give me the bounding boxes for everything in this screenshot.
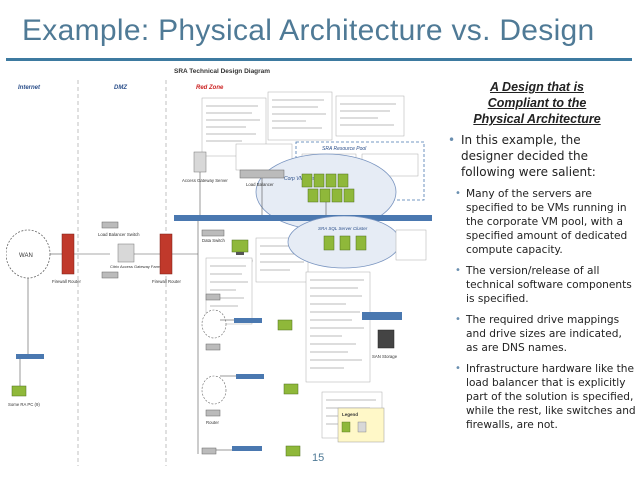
sidebar-heading-line-1: A Design that is (490, 80, 584, 94)
network-backbone (174, 172, 432, 221)
title-divider (6, 58, 632, 61)
diagram-title: SRA Technical Design Diagram (174, 68, 270, 75)
sub-bullet-text: Infrastructure hardware like the load ba… (466, 363, 636, 431)
sub-bullet: • Many of the servers are specified to b… (448, 187, 636, 257)
dmz-load-balancer: Load Balancer Switch (98, 221, 140, 279)
bullet-icon: • (455, 314, 461, 325)
spec-text-lines (206, 99, 396, 142)
svg-text:SAN Storage: SAN Storage (372, 354, 398, 359)
svg-text:Router: Router (206, 420, 219, 425)
branch-routers: Router (201, 293, 264, 455)
sidebar-heading-line-2: Compliant to the (487, 96, 587, 110)
corp-vm-cluster: Corp VM Cluster (255, 153, 397, 231)
lead-bullet: • In this example, the designer decided … (448, 132, 636, 180)
slide-title: Example: Physical Architecture vs. Desig… (22, 14, 595, 47)
sub-bullet-text: Many of the servers are specified to be … (466, 188, 628, 256)
page-number: 15 (312, 452, 325, 464)
sub-bullet-text: The required drive mappings and drive si… (466, 314, 622, 354)
bullet-icon: • (455, 188, 461, 199)
bullet-icon: • (448, 133, 456, 147)
zone-dividers (77, 80, 167, 466)
svg-text:WAN: WAN (19, 253, 33, 259)
sub-bullet: • Infrastructure hardware like the load … (448, 362, 636, 432)
citrix-gateway: Citrix Access Gateway Farm (110, 243, 161, 269)
svg-text:Load Balancer: Load Balancer (246, 182, 274, 187)
zone-label-dmz: DMZ (114, 85, 127, 91)
sidebar-heading: A Design that is Compliant to the Physic… (452, 79, 622, 127)
svg-text:Legend: Legend (342, 412, 358, 417)
zone-label-red-zone: Red Zone (196, 85, 224, 91)
sidebar-heading-line-3: Physical Architecture (473, 112, 601, 126)
firewall-b: Firewall Router (152, 233, 181, 284)
sub-bullet: • The version/release of all technical s… (448, 264, 636, 306)
data-switch: Data Switch (201, 229, 226, 243)
vm-spec-boxes (201, 91, 405, 157)
bullet-icon: • (455, 265, 461, 276)
svg-text:SRA SQL Server Cluster: SRA SQL Server Cluster (318, 226, 368, 231)
svg-text:Load Balancer Switch: Load Balancer Switch (98, 232, 140, 237)
svg-text:Data Switch: Data Switch (202, 238, 226, 243)
sub-bullet: • The required drive mappings and drive … (448, 313, 636, 355)
spec-text-lines-middle (210, 245, 364, 369)
architecture-diagram: SRA Technical Design Diagram Internet DM… (6, 68, 432, 466)
lead-text: In this example, the designer decided th… (461, 133, 596, 179)
wan-cloud: WAN (6, 229, 51, 279)
sra-pool-label: SRA Resource Pool (322, 146, 367, 152)
bullet-icon: • (455, 363, 461, 374)
sub-bullet-text: The version/release of all technical sof… (466, 265, 632, 305)
svg-text:Some RA PC (9): Some RA PC (9) (8, 402, 40, 407)
svg-text:Firewall Router: Firewall Router (52, 279, 81, 284)
bullet-list: • In this example, the designer decided … (448, 132, 636, 439)
zone-label-internet: Internet (18, 85, 41, 91)
svg-text:Firewall Router: Firewall Router (152, 279, 181, 284)
branch-pcs: Some RA PC (9) (8, 278, 301, 457)
firewall-a: Firewall Router (52, 233, 81, 284)
diagram-legend: Legend (337, 407, 385, 443)
san-storage: SAN Storage (362, 312, 402, 359)
spec-boxes-middle (205, 237, 371, 383)
svg-text:Access Gateway Server: Access Gateway Server (182, 178, 228, 183)
access-gateway-server: Access Gateway Server (182, 151, 228, 183)
sql-server-cluster: SRA SQL Server Cluster (287, 215, 427, 269)
svg-text:Citrix Access Gateway Farm: Citrix Access Gateway Farm (110, 264, 161, 269)
